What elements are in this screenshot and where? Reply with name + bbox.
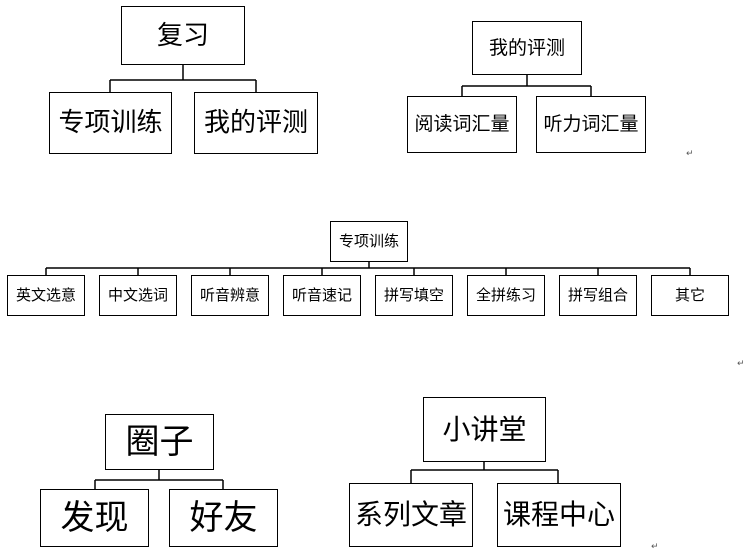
node-lecture-hall-root: 小讲堂 [423,397,546,462]
paragraph-mark: ↵ [737,359,745,369]
node-special-training-child-1: 英文选意 [7,275,85,316]
node-evaluation-child-1: 阅读词汇量 [407,96,517,153]
node-label: 全拼练习 [475,286,536,304]
node-review-root: 复习 [121,6,245,65]
node-special-training-child-6: 全拼练习 [467,275,545,316]
node-label: 圈子 [125,422,194,462]
node-special-training-child-8: 其它 [651,275,729,316]
node-special-training-child-7: 拼写组合 [559,275,637,316]
node-label: 专项训练 [58,108,163,138]
node-label: 其它 [674,286,705,304]
node-lecture-hall-child-2: 课程中心 [497,483,621,547]
node-special-training-child-3: 听音辨意 [191,275,269,316]
node-review-child-2: 我的评测 [194,92,318,154]
node-label: 我的评测 [203,108,308,138]
node-special-training-child-2: 中文选词 [99,275,177,316]
node-label: 我的评测 [488,36,565,59]
node-evaluation-child-2: 听力词汇量 [536,96,646,153]
node-label: 英文选意 [15,286,76,304]
node-label: 拼写组合 [567,286,628,304]
node-special-training-root: 专项训练 [330,221,408,262]
node-label: 听音辨意 [199,286,260,304]
node-label: 阅读词汇量 [414,113,510,135]
node-label: 专项训练 [338,232,399,250]
node-label: 好友 [189,498,258,538]
node-label: 听音速记 [291,286,352,304]
node-special-training-child-5: 拼写填空 [375,275,453,316]
node-label: 听力词汇量 [543,113,639,135]
node-label: 小讲堂 [442,412,527,446]
node-circle-child-2: 好友 [169,489,278,547]
node-lecture-hall-child-1: 系列文章 [349,483,473,547]
node-label: 拼写填空 [383,286,444,304]
node-circle-root: 圈子 [105,414,214,470]
node-review-child-1: 专项训练 [49,92,172,154]
node-special-training-child-4: 听音速记 [283,275,361,316]
node-label: 发现 [60,498,129,538]
paragraph-mark: ↵ [651,542,659,552]
paragraph-mark: ↵ [686,149,694,159]
node-label: 复习 [156,20,209,51]
node-label: 中文选词 [107,286,168,304]
node-label: 课程中心 [502,498,615,531]
node-circle-child-1: 发现 [40,489,149,547]
node-evaluation-root: 我的评测 [472,21,582,75]
node-label: 系列文章 [354,498,467,531]
